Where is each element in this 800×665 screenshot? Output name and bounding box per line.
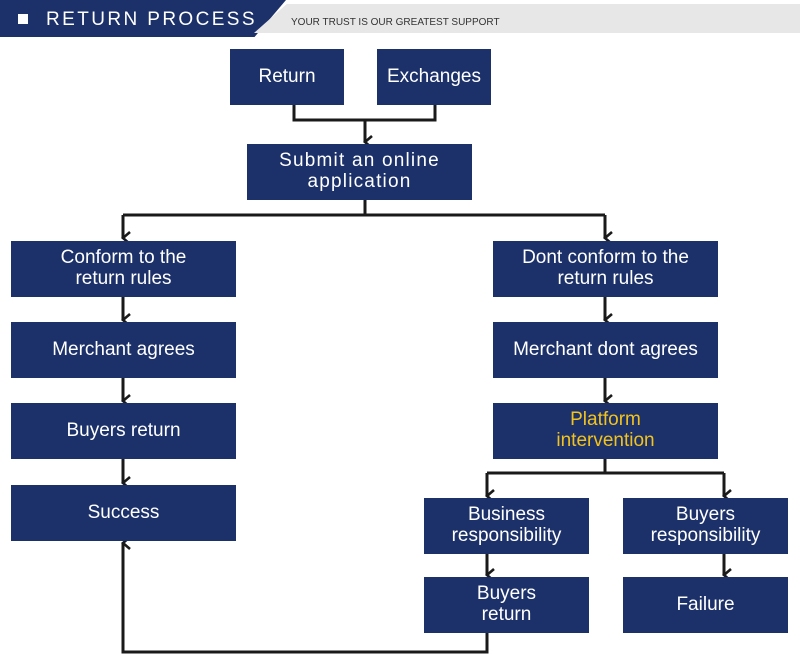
node-conform-label: Conform to the return rules [60,247,187,289]
node-merchant-agrees: Merchant agrees [11,322,236,378]
header-banner: RETURN PROCESS YOUR TRUST IS OUR GREATES… [0,0,800,37]
node-business-resp-label: Business responsibility [451,504,562,546]
square-bullet-icon [18,14,28,24]
node-buyers-return-left: Buyers return [11,403,236,459]
node-submit-label: Submit an online application [279,150,440,192]
node-conform: Conform to the return rules [11,241,236,297]
node-failure-label: Failure [676,593,735,615]
header-title: RETURN PROCESS [46,9,257,30]
node-not-conform: Dont conform to the return rules [493,241,718,297]
node-submit: Submit an online application [247,144,472,200]
node-merchant-not-agree: Merchant dont agrees [493,322,718,378]
node-platform-label: Platform intervention [556,409,655,451]
node-merchant-not-agree-label: Merchant dont agrees [513,338,698,360]
connector-return-exchanges-merge [292,105,437,122]
node-buyers-return-right-label: Buyers return [476,583,537,625]
node-platform-intervention: Platform intervention [493,403,718,459]
node-exchanges-label: Exchanges [386,65,481,87]
node-buyers-return-left-label: Buyers return [66,419,181,441]
node-buyers-return-right: Buyers return [424,577,589,633]
header-dark-band [0,0,286,37]
node-return: Return [230,49,344,105]
node-exchanges: Exchanges [377,49,491,105]
node-success: Success [11,485,236,541]
connector-loop-to-success [121,536,489,654]
node-buyers-responsibility: Buyers responsibility [623,498,788,554]
header-light-band [254,4,800,33]
node-success-label: Success [87,501,160,523]
node-failure: Failure [623,577,788,633]
node-not-conform-label: Dont conform to the return rules [522,247,689,289]
node-buyers-resp-label: Buyers responsibility [650,504,761,546]
header-tagline: YOUR TRUST IS OUR GREATEST SUPPORT [291,17,500,28]
node-return-label: Return [258,65,316,87]
node-business-responsibility: Business responsibility [424,498,589,554]
node-merchant-agrees-label: Merchant agrees [52,338,195,360]
